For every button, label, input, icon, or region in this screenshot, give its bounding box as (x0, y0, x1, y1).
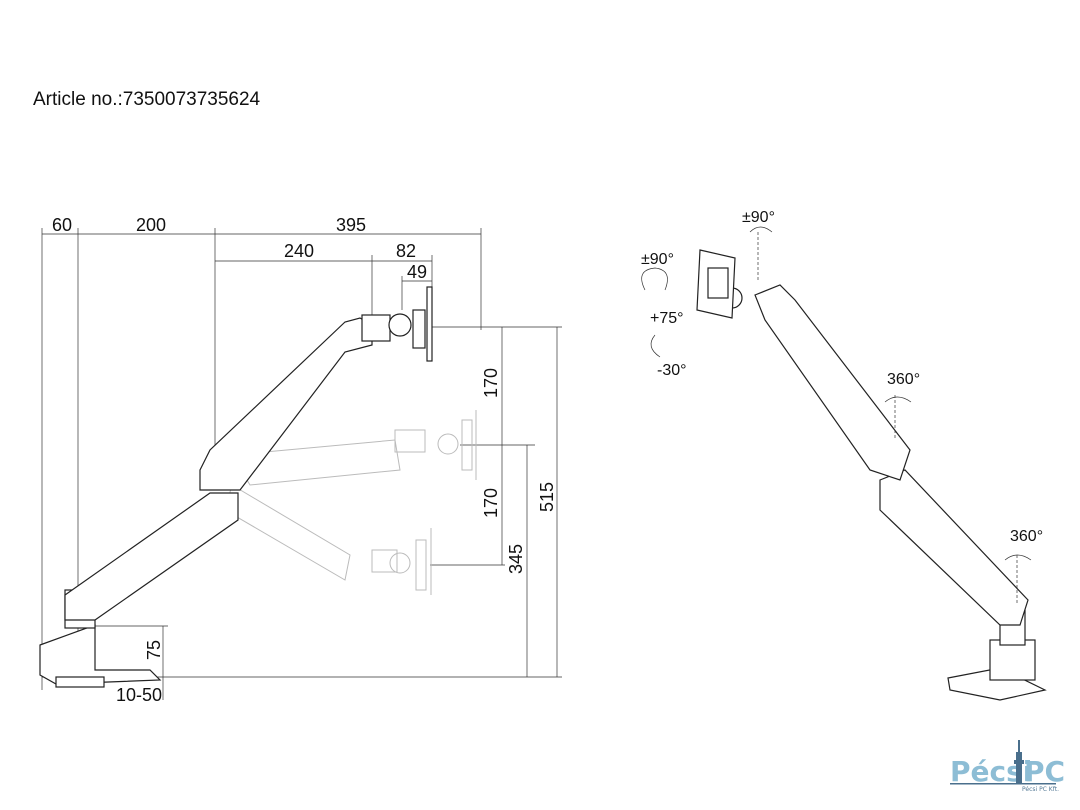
angle-elbow-360: 360° (887, 371, 920, 388)
clamp-body (989, 639, 1036, 681)
clamp-screw (55, 676, 105, 688)
lower-arm-perspective (879, 469, 1029, 626)
extension-lines (41, 228, 562, 690)
monitor-arm-side (39, 286, 433, 688)
upper-arm-perspective (754, 284, 911, 481)
monitor-arm-perspective (696, 249, 1047, 701)
angle-base-360: 360° (1010, 528, 1043, 545)
rotate-arrow-icon (749, 226, 773, 233)
ball-joint (388, 313, 412, 337)
logo-text-right: PC (1024, 755, 1065, 788)
article-number: Article no.:7350073735624 (33, 89, 261, 110)
angle-tilt-minus-30: -30° (657, 362, 687, 379)
rotation-arrows (641, 226, 1032, 605)
perspective-view-drawing: ±90° ±90° +75° -30° 360° 360° (641, 209, 1047, 701)
dim-170-lower: 170 (481, 488, 501, 518)
side-view-drawing: 60 200 395 240 82 49 170 170 345 515 75 … (39, 215, 562, 705)
pecsi-pc-logo: Pécsi PC Pécsi PC Kft. (950, 740, 1065, 793)
angle-rotate-90: ±90° (641, 251, 674, 268)
dim-10-50: 10-50 (116, 685, 162, 705)
rotate-arrow-icon (650, 334, 661, 358)
rotate-arrow-icon (641, 267, 668, 291)
logo-subtitle: Pécsi PC Kft. (1022, 786, 1059, 793)
clamp-base (39, 624, 162, 685)
angle-tilt-plus-75: +75° (650, 310, 684, 327)
dim-60: 60 (52, 215, 72, 235)
vesa-plate (426, 286, 433, 362)
rotate-arrow-icon (884, 396, 912, 403)
dim-49: 49 (407, 262, 427, 282)
dim-240: 240 (284, 241, 314, 261)
dimension-lines (42, 233, 558, 700)
logo-underline (950, 783, 1056, 785)
upper-arm (199, 317, 373, 491)
dim-345: 345 (506, 544, 526, 574)
angle-swivel-90: ±90° (742, 209, 775, 226)
tilt-joint (361, 314, 391, 342)
rotate-arrow-icon (1004, 554, 1032, 561)
tv-tower-icon (1014, 740, 1024, 783)
lower-arm (64, 492, 239, 621)
dim-395: 395 (336, 215, 366, 235)
dim-200: 200 (136, 215, 166, 235)
dim-515: 515 (537, 482, 557, 512)
dim-82: 82 (396, 241, 416, 261)
dim-170-upper: 170 (481, 368, 501, 398)
dim-75: 75 (144, 640, 164, 660)
vesa-adapter (412, 309, 426, 349)
vesa-bracket (707, 267, 729, 299)
